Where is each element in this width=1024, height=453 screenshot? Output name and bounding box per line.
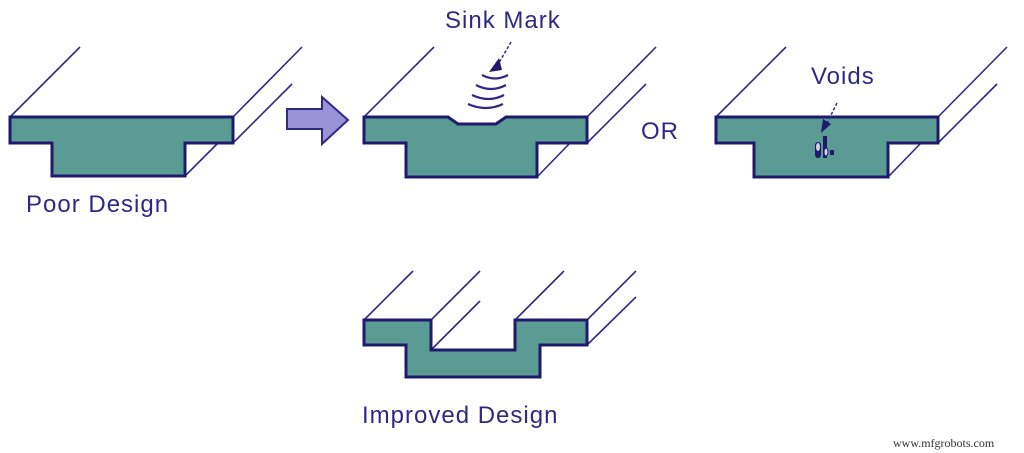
- poor-design-label: Poor Design: [26, 191, 169, 218]
- dashed-arrow-icon: [821, 102, 838, 133]
- voids-label: Voids: [811, 63, 875, 90]
- right-arrow-icon: [286, 94, 350, 147]
- dashed-arrow-icon: [489, 41, 512, 72]
- improved-design-part: [362, 270, 637, 379]
- void-bubbles: [815, 136, 834, 158]
- watermark: www.mfgrobots.com: [893, 436, 995, 450]
- sink-mark-part: [362, 46, 657, 179]
- or-label: OR: [641, 118, 679, 145]
- sink-mark-label: Sink Mark: [445, 7, 561, 34]
- poor-design-part: [8, 46, 303, 178]
- sink-ripples: [467, 74, 509, 110]
- improved-design-label: Improved Design: [362, 402, 558, 429]
